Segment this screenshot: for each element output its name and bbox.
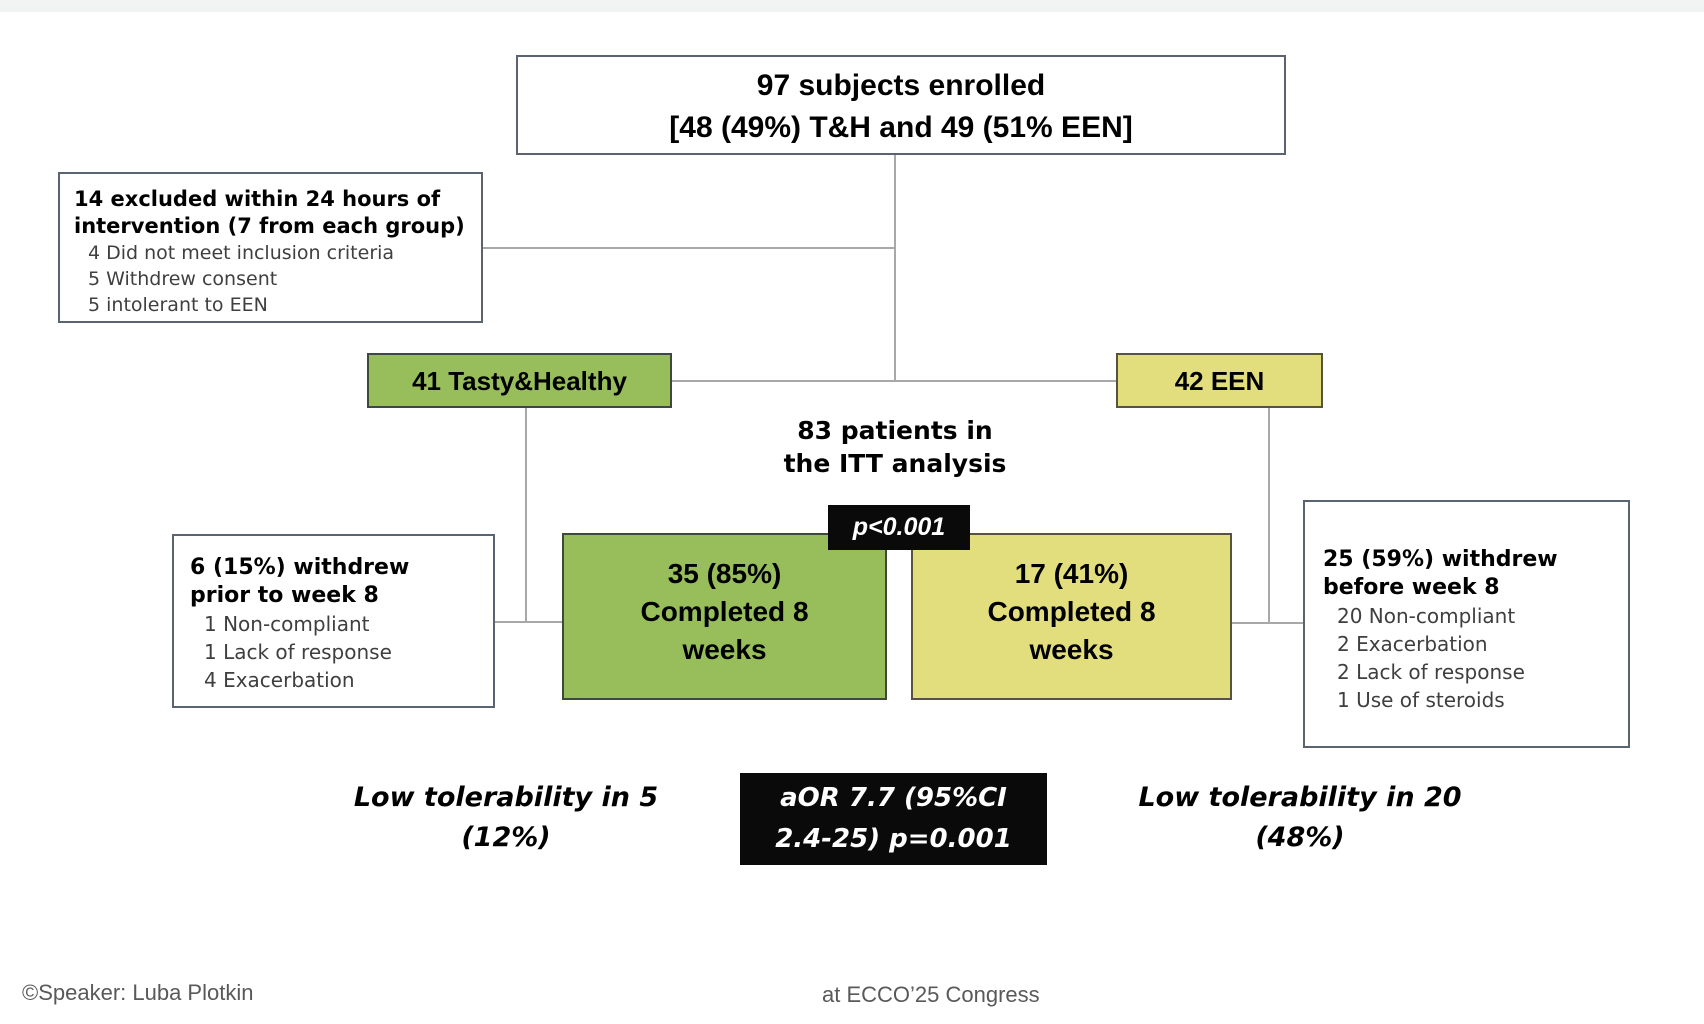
enrolled-box: 97 subjects enrolled [48 (49%) T&H and 4… xyxy=(516,55,1286,155)
completed-th-line3: weeks xyxy=(682,634,767,665)
connector-branch-horizontal xyxy=(672,380,1116,382)
withdrew-th-box: 6 (15%) withdrew prior to week 8 1 Non-c… xyxy=(172,534,495,708)
withdrew-th-item: 4 Exacerbation xyxy=(204,668,355,692)
p-value-label: p<0.001 xyxy=(828,505,970,550)
connector-th-stub xyxy=(495,621,563,623)
tolerability-een-line1: Low tolerability in 20 xyxy=(1138,782,1462,813)
completed-th-box: 35 (85%) Completed 8 weeks xyxy=(562,533,887,700)
itt-line1: 83 patients in xyxy=(797,416,993,445)
completed-th-line2: Completed 8 xyxy=(640,596,809,627)
excluded-title-line1: 14 excluded within 24 hours of xyxy=(74,187,441,211)
withdrew-een-item: 2 Lack of response xyxy=(1337,660,1525,684)
enrolled-line1: 97 subjects enrolled xyxy=(756,69,1046,102)
completed-een-line1: 17 (41%) xyxy=(1014,558,1129,589)
withdrew-een-item: 1 Use of steroids xyxy=(1337,688,1505,712)
completed-een-line3: weeks xyxy=(1029,634,1114,665)
tolerability-een-text: Low tolerability in 20 (48%) xyxy=(1110,778,1490,858)
withdrew-een-title-line2: before week 8 xyxy=(1323,575,1500,600)
tolerability-een-line2: (48%) xyxy=(1255,822,1345,853)
connector-th-vertical xyxy=(525,408,527,623)
withdrew-een-item: 20 Non-compliant xyxy=(1337,604,1516,628)
footer-speaker-credit: ©Speaker: Luba Plotkin xyxy=(22,980,254,1005)
excluded-box: 14 excluded within 24 hours of intervent… xyxy=(58,172,483,323)
arm-een-box: 42 EEN xyxy=(1116,353,1323,408)
tolerability-th-text: Low tolerability in 5 (12%) xyxy=(330,778,682,858)
top-strip xyxy=(0,0,1704,12)
footer-congress-credit: at ECCO’25 Congress xyxy=(822,982,1040,1007)
withdrew-een-box: 25 (59%) withdrew before week 8 20 Non-c… xyxy=(1303,500,1630,748)
excluded-item: 5 intolerant to EEN xyxy=(88,294,268,316)
withdrew-th-item: 1 Non-compliant xyxy=(204,612,370,636)
itt-line2: the ITT analysis xyxy=(783,449,1007,478)
connector-main-vertical xyxy=(894,155,896,381)
completed-een-box: 17 (41%) Completed 8 weeks xyxy=(911,533,1232,700)
aor-label: aOR 7.7 (95%CI 2.4-25) p=0.001 xyxy=(740,773,1047,865)
arm-tasty-healthy-box: 41 Tasty&Healthy xyxy=(367,353,672,408)
completed-een-line2: Completed 8 xyxy=(987,596,1156,627)
excluded-title-line2: intervention (7 from each group) xyxy=(74,214,465,238)
withdrew-th-item: 1 Lack of response xyxy=(204,640,392,664)
enrolled-line2: [48 (49%) T&H and 49 (51% EEN] xyxy=(669,111,1133,144)
excluded-item: 5 Withdrew consent xyxy=(88,268,278,290)
itt-text: 83 patients in the ITT analysis xyxy=(741,414,1049,480)
withdrew-een-title-line1: 25 (59%) withdrew xyxy=(1323,547,1558,572)
excluded-item: 4 Did not meet inclusion criteria xyxy=(88,242,395,264)
withdrew-een-item: 2 Exacerbation xyxy=(1337,632,1488,656)
withdrew-th-title-line1: 6 (15%) withdrew xyxy=(190,555,410,580)
connector-excluded-horizontal xyxy=(483,247,895,249)
aor-line1: aOR 7.7 (95%CI xyxy=(780,783,1007,813)
connector-een-vertical xyxy=(1268,408,1270,624)
completed-th-line1: 35 (85%) xyxy=(667,558,782,589)
connector-een-stub xyxy=(1232,622,1304,624)
aor-line2: 2.4-25) p=0.001 xyxy=(775,824,1012,854)
tolerability-th-line2: (12%) xyxy=(461,822,551,853)
withdrew-th-title-line2: prior to week 8 xyxy=(190,583,379,608)
tolerability-th-line1: Low tolerability in 5 xyxy=(353,782,659,813)
